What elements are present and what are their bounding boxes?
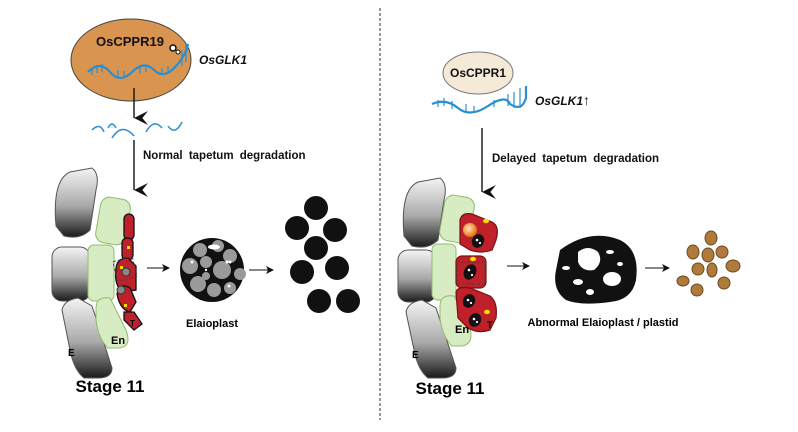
stage-label-right: Stage 11 (416, 379, 485, 398)
endothecium-cell (439, 295, 472, 347)
rna-strand-icon (431, 86, 528, 114)
gene-label-right: OsGLK1↑ (535, 92, 590, 108)
left-panel: E En T Elaioplast Stage 11 (51, 18, 360, 396)
upregulation-arrow-icon: ↑ (583, 92, 591, 108)
protein-label-left: OsCPPR19 (96, 34, 164, 49)
abnormal-plastid-fragments (676, 230, 741, 297)
epidermis-cell (51, 246, 91, 302)
label-endothecium: En (111, 335, 125, 347)
epidermis-cell (61, 297, 113, 379)
protein-oscppr19 (70, 18, 192, 102)
label-endothecium: En (455, 324, 469, 336)
protein-oscppr1 (442, 51, 514, 95)
abnormal-elaioplast-label: Abnormal Elaioplast / plastid (528, 317, 679, 329)
gene-label-left: OsGLK1 (199, 53, 248, 67)
epidermis-cell (405, 299, 457, 379)
endothecium-cell (87, 244, 115, 302)
label-tapetum: T (487, 320, 493, 330)
right-panel: E En T Abnormal Elaioplast / plastid Sta… (397, 51, 741, 398)
label-epidermis: E (68, 348, 75, 359)
endothecium-cell (95, 297, 129, 349)
degraded-rna-icon (91, 121, 183, 139)
abnormal-elaioplast (555, 235, 637, 304)
epidermis-cell (397, 249, 437, 303)
process-label-right: Delayed tapetum degradation (492, 153, 660, 165)
rna-strand-icon (87, 43, 190, 80)
abnormal-plastids-in-tapetum (462, 234, 485, 327)
epidermis-cell (54, 167, 98, 238)
process-label-left: Normal tapetum degradation (143, 150, 306, 162)
epidermis-cell (402, 177, 446, 248)
lipid-bodies (285, 196, 360, 313)
zoom-box (112, 256, 138, 282)
rna-bases-icon (91, 44, 187, 78)
protein-label-right: OsCPPR1 (450, 66, 507, 80)
binding-site-icon (169, 44, 177, 52)
elaioplast-label: Elaioplast (186, 318, 238, 330)
endothecium-cell (431, 243, 457, 301)
gene-name: OsGLK1 (535, 94, 584, 108)
label-epidermis: E (412, 350, 419, 361)
stage-label-left: Stage 11 (76, 377, 145, 396)
label-tapetum: T (130, 319, 135, 328)
lipid-droplet-icon (463, 223, 477, 237)
